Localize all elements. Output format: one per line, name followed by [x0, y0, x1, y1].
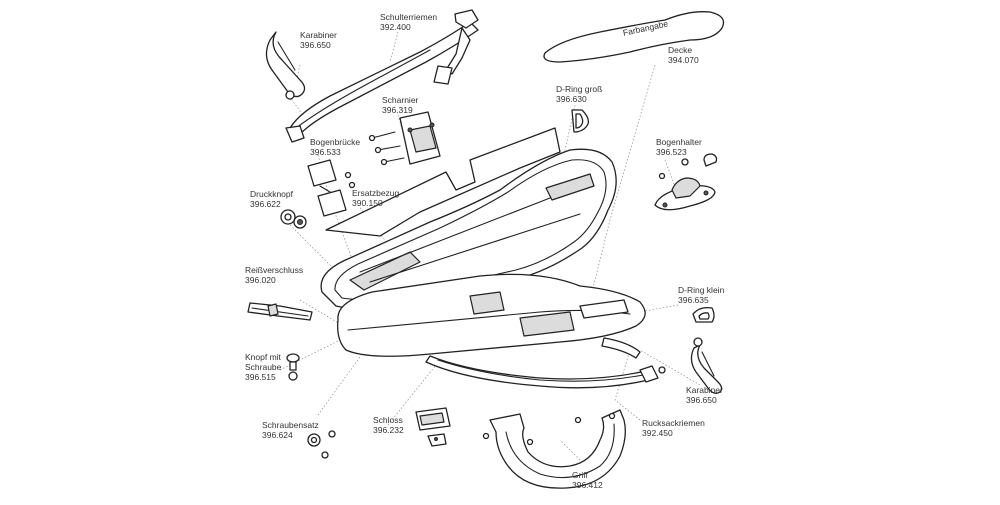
case-body	[320, 148, 646, 357]
rucksackriemen-part	[425, 337, 666, 389]
bogenbruecke-part	[307, 159, 356, 217]
druckknopf-part	[280, 209, 307, 229]
griff-part	[482, 409, 626, 489]
decke-part	[543, 11, 725, 63]
schloss-part	[415, 407, 451, 447]
karabiner-bottom-part	[690, 337, 723, 394]
d-ring-gross-part	[571, 109, 590, 133]
schulterriemen-part	[285, 9, 479, 143]
d-ring-klein-part	[692, 306, 715, 323]
bogenhalter-part	[654, 153, 718, 211]
schraubensatz-part	[307, 430, 336, 459]
ersatzbezug-part	[325, 127, 561, 237]
scharnier-part	[368, 111, 441, 166]
reissverschluss-part	[247, 302, 313, 321]
karabiner-top-part	[265, 31, 306, 100]
knopf-mit-schraube-part	[286, 353, 300, 381]
